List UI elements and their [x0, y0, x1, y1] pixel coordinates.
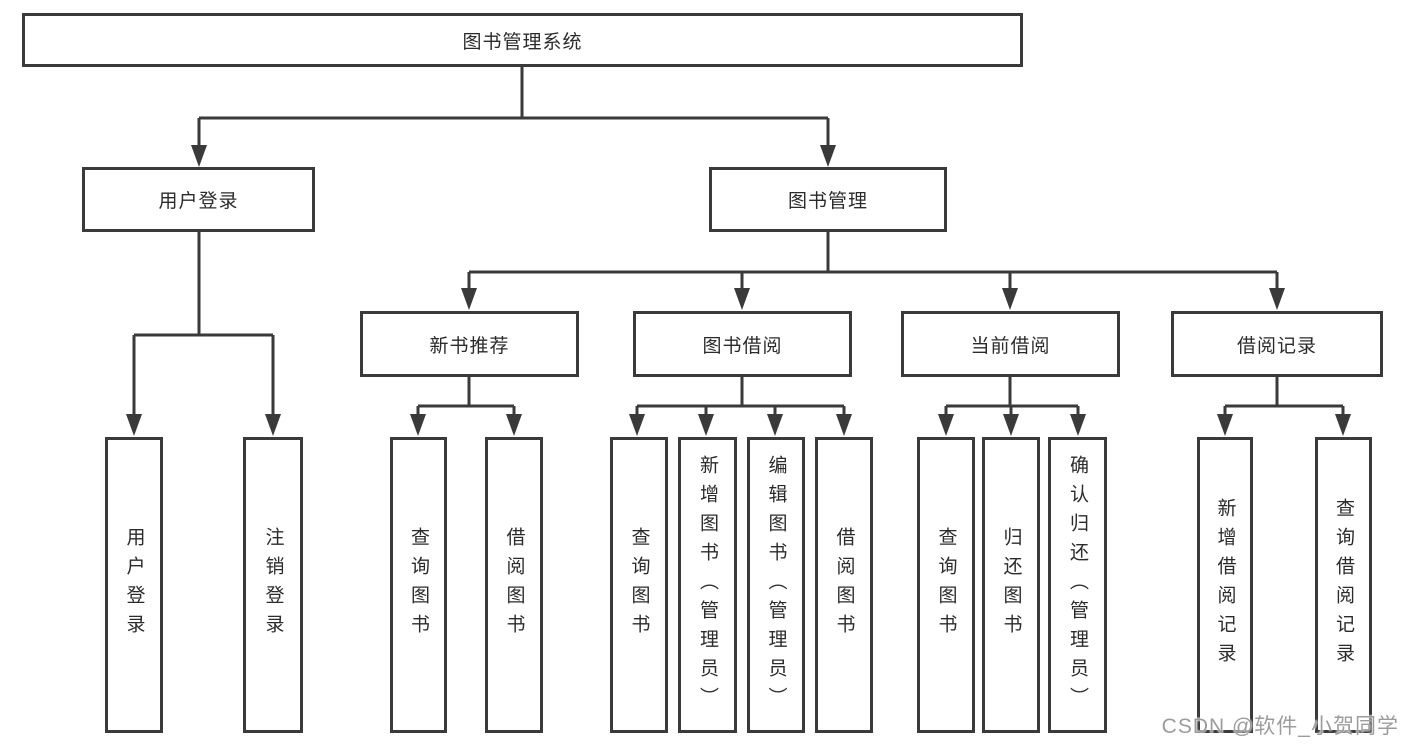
leaf-label: 借阅图书 [503, 527, 525, 643]
connector-current-to-leaves [938, 375, 1086, 436]
arrowhead [938, 414, 954, 436]
leaf-label: 借阅图书 [833, 527, 855, 643]
arrowhead [1217, 414, 1233, 436]
connector-borrowing-to-leaves [629, 375, 852, 436]
leaf-label: 查询图书 [628, 527, 650, 643]
leaf-user-login: 用户登录 [105, 437, 163, 733]
connector-records-to-leaves [1217, 375, 1351, 436]
node-label: 用户登录 [158, 191, 239, 212]
node-label: 新书推荐 [429, 335, 510, 357]
node-user-login: 用户登录 [82, 167, 315, 232]
leaf-query-books-current: 查询图书 [917, 437, 975, 733]
node-borrowing-records: 借阅记录 [1171, 311, 1383, 377]
node-library-system: 图书管理系统 [22, 13, 1023, 67]
node-book-management: 图书管理 [709, 167, 947, 232]
leaf-add-borrow-record: 新增借阅记录 [1197, 437, 1253, 733]
csdn-watermark: CSDN @软件_小贺同学 [1161, 715, 1399, 738]
leaf-borrow-books-recommend: 借阅图书 [485, 437, 543, 733]
arrowhead [698, 414, 714, 436]
leaf-label: 用户登录 [123, 527, 145, 643]
leaf-confirm-return-admin: 确认归还（管理员） [1048, 437, 1107, 733]
leaf-label: 新增借阅记录 [1214, 498, 1236, 672]
leaf-borrow-books-borrowing: 借阅图书 [815, 437, 873, 733]
leaf-query-books-borrowing: 查询图书 [610, 437, 668, 733]
leaf-label: 编辑图书（管理员） [765, 454, 787, 716]
arrowhead [410, 414, 426, 436]
connector-new-book-to-leaves [410, 375, 522, 436]
leaf-logout: 注销登录 [243, 437, 303, 733]
arrowhead [767, 414, 783, 436]
node-label: 图书借阅 [702, 335, 783, 357]
arrowhead [126, 414, 142, 436]
arrowhead [1335, 414, 1351, 436]
arrowhead [191, 145, 207, 167]
arrowhead [461, 288, 477, 310]
arrowhead [820, 145, 836, 167]
leaf-edit-books-admin: 编辑图书（管理员） [747, 437, 805, 733]
arrowhead [629, 414, 645, 436]
node-new-book-recommend: 新书推荐 [360, 311, 579, 377]
node-book-borrowing: 图书借阅 [633, 311, 852, 377]
leaf-label: 新增图书（管理员） [697, 454, 718, 716]
connector-root-to-level2 [191, 67, 836, 167]
leaf-query-books-recommend: 查询图书 [390, 437, 447, 733]
leaf-return-books: 归还图书 [982, 437, 1040, 733]
leaf-add-books-admin: 新增图书（管理员） [678, 437, 737, 733]
leaf-label: 归还图书 [1000, 527, 1022, 643]
arrowhead [1002, 288, 1018, 310]
leaf-label: 查询图书 [408, 527, 429, 643]
leaf-label: 查询图书 [935, 527, 957, 643]
node-label: 图书管理系统 [462, 31, 583, 53]
arrowhead [836, 414, 852, 436]
arrowhead [506, 414, 522, 436]
node-current-borrowing: 当前借阅 [901, 311, 1120, 377]
leaf-label: 注销登录 [262, 527, 284, 643]
leaf-query-borrow-record: 查询借阅记录 [1315, 437, 1372, 733]
node-label: 借阅记录 [1236, 335, 1317, 357]
node-label: 图书管理 [787, 191, 868, 212]
arrowhead [265, 414, 281, 436]
arrowhead [1070, 414, 1086, 436]
arrowhead [1269, 288, 1285, 310]
leaf-label: 查询借阅记录 [1333, 498, 1354, 672]
arrowhead [734, 288, 750, 310]
connector-book-mgmt-to-level3 [461, 231, 1285, 310]
arrowhead [1003, 414, 1019, 436]
node-label: 当前借阅 [970, 335, 1051, 357]
leaf-label: 确认归还（管理员） [1067, 454, 1088, 716]
connector-user-login-to-leaves [126, 231, 281, 436]
